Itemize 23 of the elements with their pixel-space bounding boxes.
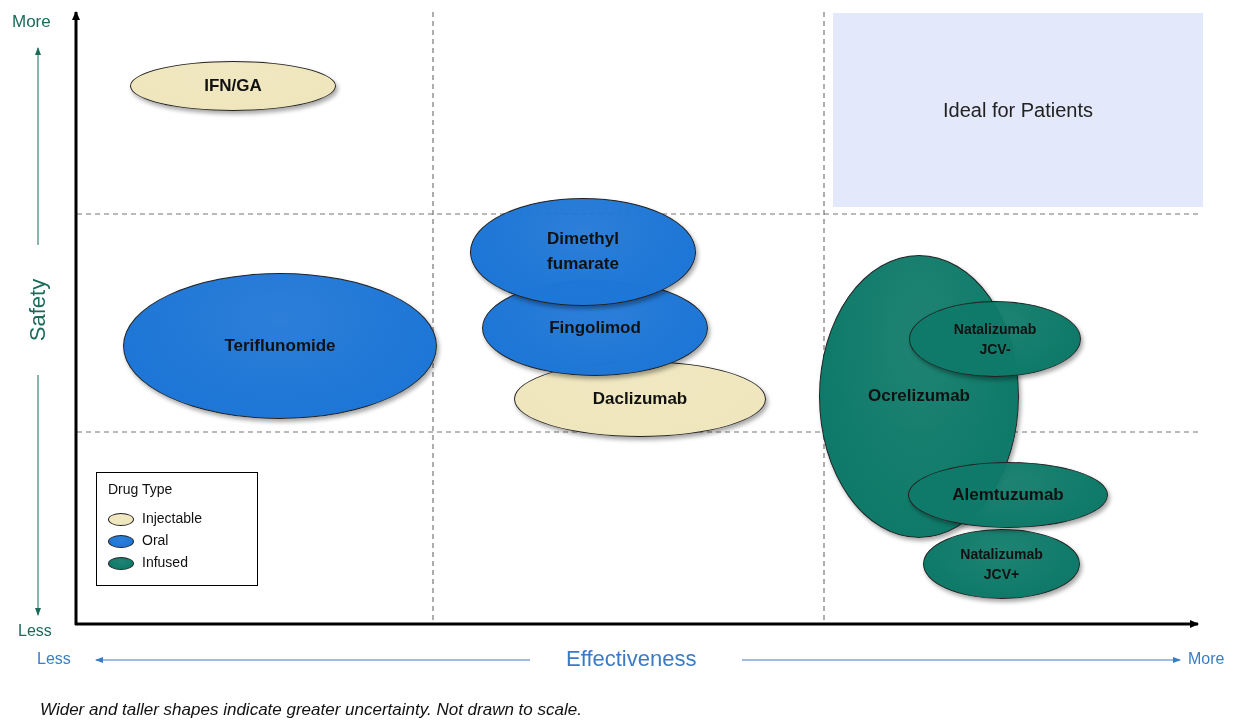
drug-label: Natalizumab JCV+ (959, 544, 1044, 584)
target-region (833, 13, 1203, 207)
legend-label: Infused (142, 554, 188, 570)
drug-label: Alemtuzumab (952, 483, 1064, 506)
drug-label: IFN/GA (204, 74, 262, 97)
axis-title: Effectiveness (566, 646, 697, 672)
legend-title: Drug Type (108, 481, 173, 497)
legend-label: Injectable (142, 510, 202, 526)
axis-end-label: More (12, 12, 51, 32)
drug-label: Natalizumab JCV- (952, 319, 1038, 359)
drug-label: Teriflunomide (224, 334, 336, 357)
legend-label: Oral (142, 532, 169, 548)
drug-label: Fingolimod (549, 316, 641, 339)
axis-end-label: More (1188, 650, 1225, 668)
drug-ellipse (923, 529, 1080, 599)
caption: Wider and taller shapes indicate greater uncertainty. Not drawn to scale. (40, 700, 582, 720)
axis-end-label: Less (37, 650, 71, 668)
axis-title: Safety (25, 277, 49, 344)
axis-end-label: Less (18, 622, 52, 640)
drug-label: Daclizumab (592, 387, 688, 410)
region-label: Ideal for Patients (942, 97, 1094, 123)
drug-label: Ocrelizumab (867, 385, 970, 408)
drug-label: Dimethyl fumarate (546, 228, 620, 275)
